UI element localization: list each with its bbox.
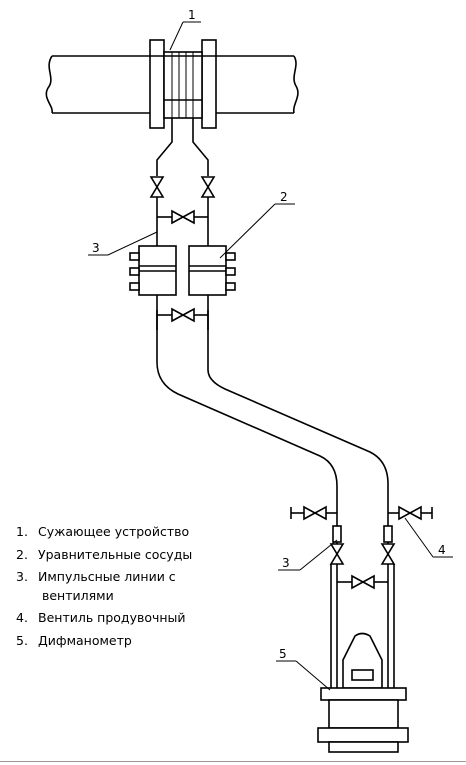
- legend-item-number: 3.: [16, 569, 28, 584]
- bottom-border: [0, 761, 466, 762]
- legend-item-number: 1.: [16, 524, 28, 539]
- legend-list: 1. Сужающее устройство 2. Уравнительные со…: [16, 521, 192, 652]
- callout-3-lower: 3: [282, 556, 290, 570]
- differential-manometer: [317, 632, 409, 753]
- callout-leader-5: [276, 660, 331, 691]
- orifice-body: [163, 51, 203, 119]
- legend-item: 4. Вентиль продувочный: [16, 607, 192, 630]
- impulse-lines-upper: [156, 197, 209, 246]
- callout-leader-4: [404, 517, 453, 558]
- callout-leader-1: [169, 21, 201, 51]
- legend-item-continuation: вентилями: [16, 585, 192, 608]
- legend-item-text: Дифманометр: [38, 632, 132, 648]
- legend-item-text: Вентиль продувочный: [38, 610, 186, 625]
- condensation-vessel-right: [188, 245, 236, 296]
- impulse-line-long-left: [156, 310, 338, 528]
- callout-1: 1: [188, 8, 196, 22]
- legend-item: 5. Дифманометр: [16, 630, 192, 653]
- callout-leader-3-upper: [88, 231, 158, 256]
- callout-2: 2: [280, 190, 288, 204]
- impulse-lines-lower: [329, 525, 396, 688]
- legend-item: 2. Уравнительные сосуды: [16, 544, 192, 567]
- callout-4: 4: [438, 543, 446, 557]
- legend-item-number: 4.: [16, 610, 28, 625]
- equalizing-valve-3: [337, 574, 388, 590]
- legend-item-text: Сужающее устройство: [38, 524, 190, 539]
- orifice-flange-assembly: [149, 39, 217, 129]
- valve-upper-left: [149, 176, 165, 198]
- purge-valve-right: [388, 505, 433, 521]
- legend-item: 1. Сужающее устройство: [16, 521, 192, 544]
- legend-item-text: Уравнительные сосуды: [38, 546, 193, 562]
- legend-item-number: 5.: [16, 632, 28, 648]
- callout-leader-3-lower: [278, 539, 338, 571]
- legend-item-text: Импульсные линии с: [38, 569, 176, 584]
- legend-item: 3. Импульсные линии с: [16, 566, 192, 589]
- legend-item-text-continued: вентилями: [42, 587, 114, 603]
- callout-leader-2: [219, 203, 295, 259]
- flange-left: [149, 39, 165, 129]
- valve-upper-right: [200, 176, 216, 198]
- impulse-line-long-right: [207, 310, 389, 528]
- connector-left: [332, 525, 342, 543]
- callout-3-upper: 3: [92, 241, 100, 255]
- condensation-vessel-left: [129, 245, 177, 296]
- main-pipe: [45, 55, 299, 114]
- connector-right: [383, 525, 393, 543]
- legend-item-number: 2.: [16, 546, 28, 562]
- flange-right: [201, 39, 217, 129]
- equalizing-valve-1: [157, 209, 208, 225]
- purge-valve-left: [290, 505, 337, 521]
- equalizing-valve-2: [156, 295, 209, 330]
- impulse-taps: [156, 118, 209, 176]
- callout-5: 5: [279, 647, 287, 661]
